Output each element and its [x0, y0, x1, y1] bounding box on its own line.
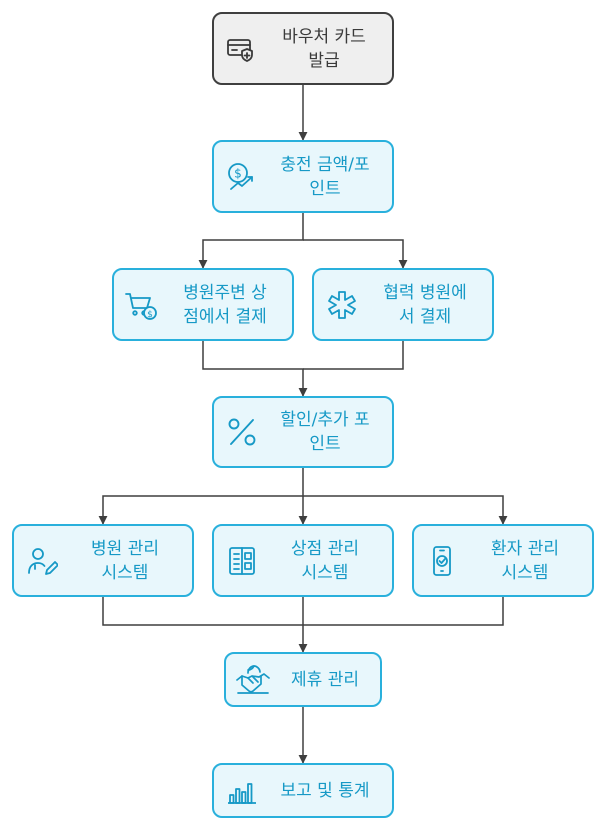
- node-partnership-label: 제휴 관리: [270, 668, 380, 692]
- label-line-2: 인트: [309, 178, 341, 199]
- bar-chart-icon: [226, 775, 258, 807]
- svg-text:$: $: [234, 166, 242, 180]
- node-store-system-label: 상점 관리 시스템: [258, 537, 392, 585]
- node-charge: $ 충전 금액/포 인트: [212, 140, 394, 213]
- node-store-system: 상점 관리 시스템: [212, 524, 394, 597]
- label-line-1: 보고 및 통계: [280, 780, 370, 801]
- node-issue-card-label: 바우처 카드 발급: [256, 25, 392, 73]
- edge-hospital-to-discount: [303, 341, 404, 370]
- node-discount-label: 할인/추가 포 인트: [258, 408, 392, 456]
- coin-growth-icon: $: [226, 161, 258, 193]
- svg-text:$: $: [147, 310, 153, 320]
- edge-store-to-discount: [202, 341, 308, 397]
- edge-discount-to-patient-sys: [303, 495, 508, 525]
- node-report: 보고 및 통계: [212, 763, 394, 818]
- cart-dollar-icon: $: [124, 288, 158, 322]
- edge-charge-to-store: [198, 213, 304, 269]
- node-hospital-payment: 협력 병원에 서 결제: [312, 268, 494, 341]
- label-line-1: 할인/추가 포: [280, 410, 370, 430]
- label-line-2: 인트: [309, 434, 341, 454]
- label-line-1: 협력 병원에: [383, 282, 467, 303]
- edge-hospital-sys-to-partnership: [102, 597, 308, 653]
- label-line-1: 바우처 카드: [282, 26, 366, 47]
- node-hospital-payment-label: 협력 병원에 서 결제: [358, 281, 492, 329]
- node-hospital-system: 병원 관리 시스템: [12, 524, 194, 597]
- node-partnership: 제휴 관리: [224, 652, 382, 707]
- card-shield-icon: [226, 34, 256, 64]
- edge-charge-to-hospital: [303, 239, 408, 269]
- node-hospital-system-label: 병원 관리 시스템: [58, 537, 192, 585]
- label-line-2: 점에서 결제: [183, 306, 267, 327]
- percent-icon: [226, 416, 258, 448]
- node-charge-label: 충전 금액/포 인트: [258, 153, 392, 201]
- label-line-1: 병원주변 상: [183, 282, 267, 303]
- label-line-2: 서 결제: [398, 306, 452, 327]
- doctor-icon: [26, 545, 58, 577]
- phone-check-icon: [426, 545, 458, 577]
- node-issue-card: 바우처 카드 발급: [212, 12, 394, 85]
- label-line-1: 병원 관리: [91, 538, 159, 559]
- node-store-payment-label: 병원주변 상 점에서 결제: [158, 281, 292, 329]
- label-line-1: 상점 관리: [291, 538, 359, 559]
- label-line-1: 환자 관리: [491, 538, 559, 559]
- node-store-payment: $ 병원주변 상 점에서 결제: [112, 268, 294, 341]
- edge-discount-to-hospital-sys: [98, 468, 304, 525]
- medical-asterisk-icon: [326, 289, 358, 321]
- label-line-2: 발급: [308, 50, 340, 71]
- label-line-2: 시스템: [301, 562, 349, 583]
- handshake-icon: [236, 664, 270, 696]
- edge-patient-sys-to-partnership: [303, 597, 504, 626]
- label-line-1: 충전 금액/포: [280, 154, 370, 175]
- label-line-2: 시스템: [101, 562, 149, 583]
- label-line-2: 시스템: [501, 562, 549, 583]
- store-panel-icon: [226, 545, 258, 577]
- node-report-label: 보고 및 통계: [258, 779, 392, 803]
- node-patient-system-label: 환자 관리 시스템: [458, 537, 592, 585]
- label-line-1: 제휴 관리: [291, 669, 359, 690]
- node-patient-system: 환자 관리 시스템: [412, 524, 594, 597]
- node-discount: 할인/추가 포 인트: [212, 396, 394, 468]
